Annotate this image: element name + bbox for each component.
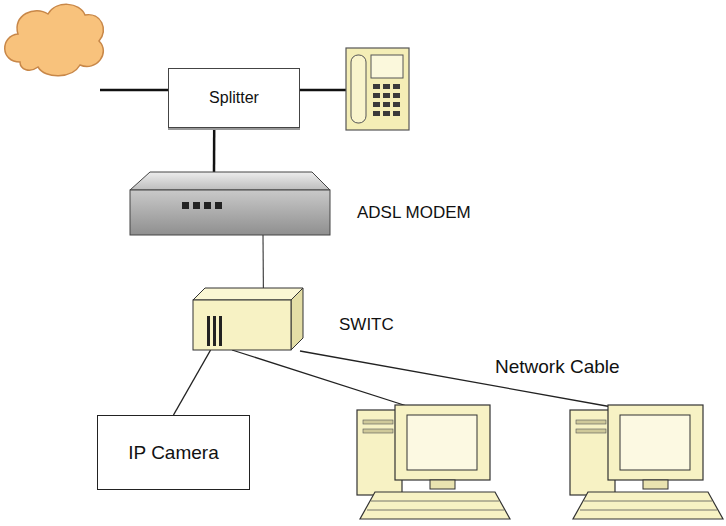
node-label: IP Camera xyxy=(128,442,218,464)
internet-cloud xyxy=(5,4,104,75)
computer xyxy=(357,405,510,519)
cable-connector xyxy=(213,128,216,172)
network-switch: SWITC xyxy=(193,288,303,350)
phone-screen xyxy=(371,55,403,78)
phone-handset xyxy=(351,55,366,123)
wire xyxy=(300,89,347,92)
node-label: Splitter xyxy=(209,89,259,107)
wire xyxy=(100,89,168,92)
phone-body xyxy=(346,48,409,130)
phone-keypad xyxy=(373,84,400,116)
adsl-modem: ADSL MODEM xyxy=(130,172,330,235)
modem-shape xyxy=(130,172,330,235)
node-label: SWITC xyxy=(339,315,394,335)
camera-box: IP Camera xyxy=(97,415,250,490)
switch-shape xyxy=(193,288,303,350)
network-cable xyxy=(232,350,410,407)
node-label: ADSL MODEM xyxy=(357,203,471,223)
cable-connector xyxy=(174,350,211,415)
telephone xyxy=(346,48,409,130)
cable-connector xyxy=(262,235,264,288)
splitter-box: Splitter xyxy=(168,68,300,128)
computer xyxy=(570,405,723,519)
cable-label: Network Cable xyxy=(495,356,620,378)
